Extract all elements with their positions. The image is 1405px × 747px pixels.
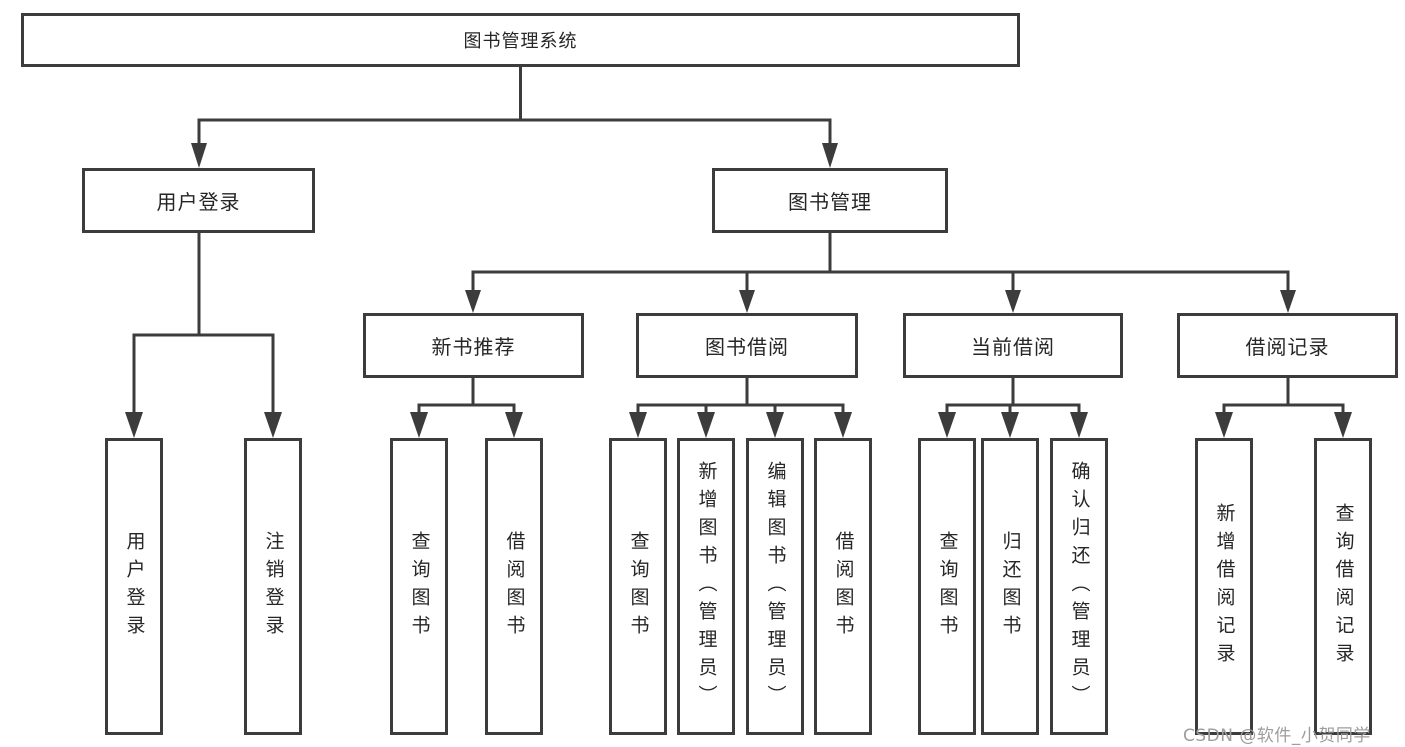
node-borrow-records: 借阅记录 [1177,313,1398,378]
leaf-confirm-return-admin: 确认归还（管理员） [1050,438,1108,735]
node-user-login: 用户登录 [82,168,315,233]
leaf-query-books-recommend: 查询图书 [390,438,448,735]
leaf-return-books: 归还图书 [981,438,1039,735]
node-label: 当前借阅 [971,335,1055,359]
leaf-borrow-books: 借阅图书 [814,438,872,735]
node-new-book-recommend: 新书推荐 [363,313,584,378]
leaf-add-books-admin: 新增图书（管理员） [677,438,735,735]
node-label: 用户登录 [156,190,241,214]
node-current-borrow: 当前借阅 [903,313,1123,378]
node-label: 查询图书 [936,530,959,643]
node-label: 借阅图书 [832,530,855,643]
leaf-edit-books-admin: 编辑图书（管理员） [746,438,804,735]
node-label: 图书管理系统 [463,31,578,52]
node-label: 新书推荐 [431,335,516,359]
node-label: 确认归还（管理员） [1068,460,1091,713]
csdn-watermark: CSDN @软件_小贺同学 [1183,726,1371,746]
node-label: 图书管理 [788,190,872,214]
leaf-query-books-borrow: 查询图书 [609,438,667,735]
node-label: 用户登录 [123,530,146,643]
node-label: 归还图书 [999,530,1022,643]
node-label: 注销登录 [262,530,285,643]
node-label: 借阅图书 [503,530,526,643]
node-library-management-system: 图书管理系统 [21,13,1020,67]
leaf-add-borrow-record: 新增借阅记录 [1195,438,1253,735]
node-label: 查询图书 [627,530,650,643]
node-label: 编辑图书（管理员） [764,460,787,713]
node-label: 查询图书 [408,530,431,643]
leaf-query-borrow-record: 查询借阅记录 [1314,438,1372,735]
leaf-user-login: 用户登录 [105,438,163,735]
node-book-management: 图书管理 [712,168,948,233]
node-label: 查询借阅记录 [1332,502,1355,671]
node-label: 借阅记录 [1245,335,1330,359]
leaf-borrow-books-recommend: 借阅图书 [485,438,543,735]
node-label: 新增图书（管理员） [695,460,718,713]
node-label: 新增借阅记录 [1213,502,1236,671]
node-label: 图书借阅 [705,335,789,359]
node-book-borrow: 图书借阅 [636,313,858,378]
leaf-query-books-current: 查询图书 [918,438,976,735]
leaf-logout: 注销登录 [244,438,302,735]
